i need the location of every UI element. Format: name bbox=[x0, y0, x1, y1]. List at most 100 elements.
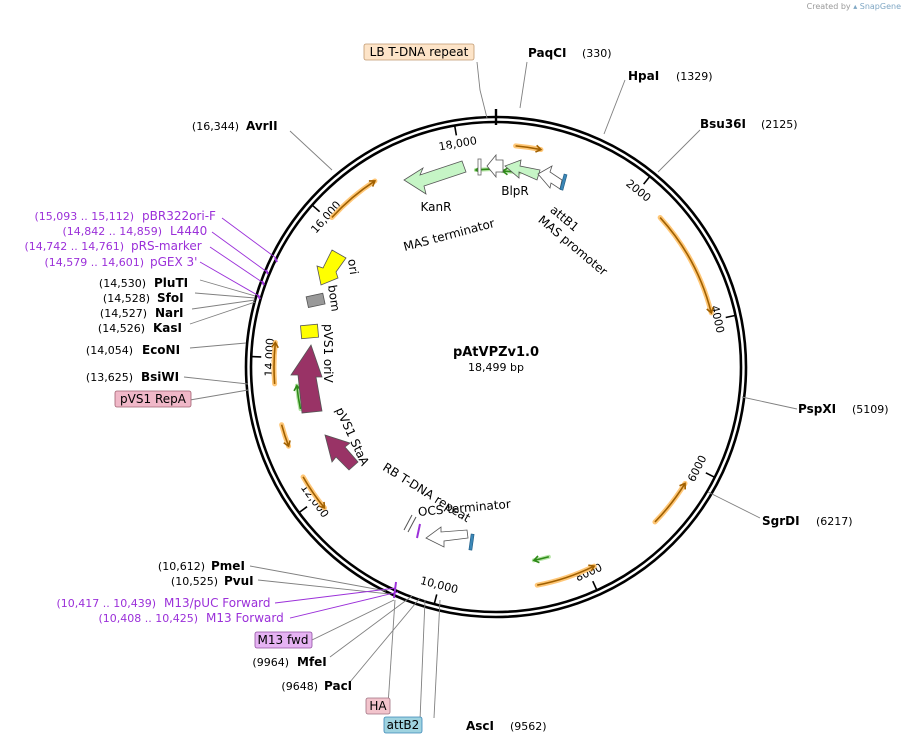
orf-arc-c-head bbox=[588, 564, 596, 572]
kasi-leader bbox=[189, 301, 256, 325]
repa-label: pVS1 RepA bbox=[120, 392, 187, 406]
prs-leader bbox=[209, 246, 263, 283]
bom-label: bom bbox=[325, 284, 343, 312]
plasmid-name: pAtVPZv1.0 bbox=[453, 345, 539, 360]
pluti-leader bbox=[199, 279, 256, 297]
pvs1-staa-arrow bbox=[324, 434, 359, 471]
ocs-terminator-arrow bbox=[425, 526, 469, 548]
site-paqci-pos: (330) bbox=[582, 47, 612, 60]
tick-16000 bbox=[311, 204, 321, 213]
site-pmei-pos: (10,612) bbox=[158, 560, 205, 573]
site-paci-name: PacI bbox=[324, 679, 352, 693]
site-pvui-pos: (10,525) bbox=[171, 575, 218, 588]
site-avrii-name: AvrII bbox=[246, 119, 278, 133]
site-hpai-pos: (1329) bbox=[676, 70, 713, 83]
credit-brand: SnapGene bbox=[859, 2, 901, 11]
orf-arc-e-head bbox=[283, 440, 291, 448]
orf-arc-f-head bbox=[270, 341, 279, 349]
sgrdi-leader bbox=[707, 491, 761, 519]
tick-label-2000: 2000 bbox=[623, 177, 653, 205]
econi-leader bbox=[189, 342, 247, 349]
tick-18000 bbox=[453, 125, 458, 136]
site-pspxi-name: PspXI bbox=[798, 402, 836, 416]
bsu36i-leader bbox=[657, 129, 701, 173]
blpr-arrow bbox=[504, 159, 541, 181]
credit-text: Created by bbox=[806, 2, 851, 11]
mas-promoter-arrow bbox=[537, 165, 563, 190]
kanr-label: KanR bbox=[421, 200, 452, 214]
attb2-mark bbox=[468, 533, 475, 551]
site-paqci-name: PaqCI bbox=[528, 46, 566, 60]
site-pluti-name: PluTI bbox=[154, 276, 188, 290]
site-econi-pos: (14,054) bbox=[86, 344, 133, 357]
pgex-leader bbox=[199, 261, 260, 297]
ori-label: ori bbox=[345, 258, 361, 275]
tick-label-18000: 18,000 bbox=[438, 134, 478, 153]
site-paci-pos: (9648) bbox=[281, 680, 318, 693]
site-bsiwi-name: BsiWI bbox=[141, 370, 179, 384]
snapgene-credit: Created by ▴ SnapGene bbox=[807, 2, 901, 11]
ori-arrow bbox=[316, 249, 347, 286]
orf-arc-g bbox=[329, 178, 378, 220]
orf-arc-b-head bbox=[679, 482, 687, 490]
primer-pbr322-range: (15,093 .. 15,112) bbox=[34, 210, 134, 223]
repa-box bbox=[114, 390, 192, 408]
plasmid-size: 18,499 bp bbox=[468, 361, 524, 374]
site-asci-pos: (9562) bbox=[510, 720, 547, 733]
lb-box bbox=[363, 43, 475, 61]
mas-terminator-label: MAS terminator bbox=[402, 216, 496, 254]
pvs1-oriv-box bbox=[300, 323, 320, 340]
m13-primer-mark bbox=[416, 523, 421, 539]
site-hpai-name: HpaI bbox=[628, 69, 659, 83]
m13fwd-leader bbox=[311, 599, 395, 641]
sfoi-leader bbox=[194, 292, 256, 299]
tick-2000 bbox=[643, 175, 651, 185]
pspxi-leader bbox=[741, 396, 798, 410]
site-econi-name: EcoNI bbox=[142, 343, 180, 357]
site-mfei-pos: (9964) bbox=[252, 656, 289, 669]
site-labels: PaqCI (330) HpaI (1329) Bsu36I (2125) Ps… bbox=[86, 46, 889, 733]
primer-labels: pBR322ori-F (15,093 .. 15,112) L4440 (14… bbox=[24, 209, 283, 625]
nari-leader bbox=[191, 299, 256, 310]
site-pspxi-pos: (5109) bbox=[852, 403, 889, 416]
snapgene-logo: ▴ bbox=[853, 2, 858, 11]
m13-fwd-box bbox=[254, 631, 313, 649]
pbr322-leader bbox=[221, 217, 277, 259]
tick-label-10000: 10,000 bbox=[419, 574, 460, 596]
hpai-leader bbox=[603, 79, 626, 135]
attb1-mark bbox=[559, 173, 568, 191]
inner-features bbox=[257, 146, 568, 599]
primer-prs-name: pRS-marker bbox=[131, 239, 202, 253]
primer-l4440-name: L4440 bbox=[170, 224, 207, 238]
primer-m13forward-range: (10,408 .. 10,425) bbox=[98, 612, 198, 625]
lb-leader bbox=[476, 61, 488, 119]
orf-arc-a-core bbox=[659, 216, 713, 314]
site-mfei-name: MfeI bbox=[297, 655, 327, 669]
blpr-arrow-white bbox=[486, 153, 504, 179]
tick-10000 bbox=[433, 594, 438, 605]
tick-4000 bbox=[725, 314, 736, 319]
site-kasi-pos: (14,526) bbox=[98, 322, 145, 335]
bom-box bbox=[305, 292, 326, 309]
tick-label-6000: 6000 bbox=[685, 453, 709, 484]
orf-arc-d-head bbox=[318, 501, 326, 509]
ascI-leader bbox=[433, 599, 441, 719]
orf-arc-c-core bbox=[537, 565, 595, 586]
leader-lines bbox=[183, 61, 798, 721]
primer-pgex-name: pGEX 3' bbox=[150, 255, 197, 269]
primer-m13puc-range: (10,417 .. 10,439) bbox=[56, 597, 156, 610]
site-bsiwi-pos: (13,625) bbox=[86, 371, 133, 384]
tick-8000 bbox=[592, 580, 598, 591]
primer-l4440-range: (14,842 .. 14,859) bbox=[62, 225, 162, 238]
site-avrii-pos: (16,344) bbox=[192, 120, 239, 133]
orf-arc-g-core bbox=[331, 180, 376, 219]
m13forward-leader bbox=[289, 591, 399, 619]
green-arc-e-head bbox=[532, 555, 540, 564]
site-nari-name: NarI bbox=[155, 306, 184, 320]
m13puc-leader bbox=[274, 587, 397, 604]
feature-arcs bbox=[270, 143, 715, 588]
kanr-arrow bbox=[403, 160, 467, 195]
site-pmei-name: PmeI bbox=[211, 559, 245, 573]
ha-label: HA bbox=[369, 699, 387, 713]
primer-m13forward-name: M13 Forward bbox=[206, 611, 284, 625]
